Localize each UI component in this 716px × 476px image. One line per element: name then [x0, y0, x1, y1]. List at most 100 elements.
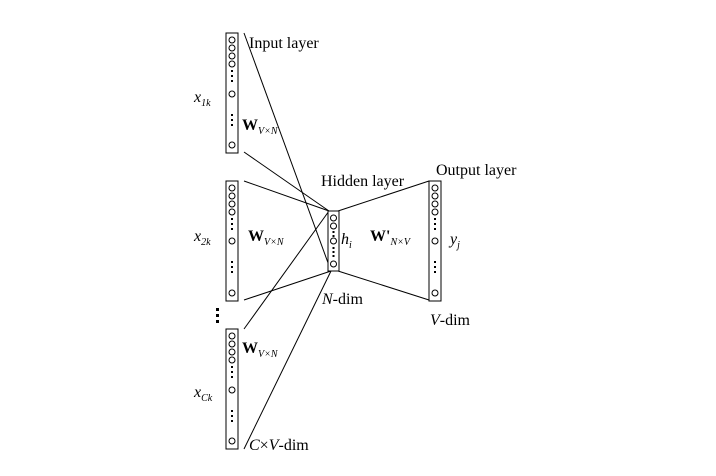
weight-w: W [242, 340, 258, 357]
input2-top-to-hidden-top [243, 180, 330, 212]
output-weight-w: W' [370, 228, 390, 245]
ellipsis-dot [231, 371, 233, 373]
hidden-subscript: i [349, 240, 352, 251]
output-neuron [431, 184, 439, 192]
ellipsis-dot [231, 228, 233, 230]
input-neuron [228, 386, 236, 394]
input-neuron [228, 52, 236, 60]
hidden-neuron [330, 237, 337, 245]
ellipsis-dot [332, 231, 335, 233]
hidden-neuron [330, 214, 337, 222]
input-neuron [228, 356, 236, 364]
hidden-neuron [330, 260, 337, 268]
input-2-subscript: 2k [201, 237, 211, 248]
weight-subscript: V×N [264, 237, 285, 248]
weight-subscript: V×N [258, 126, 279, 137]
output-neuron [431, 289, 439, 297]
output-neuron [431, 200, 439, 208]
ellipsis-dot [231, 75, 233, 77]
input-neuron [228, 60, 236, 68]
input-1-var: x [193, 89, 201, 106]
input-neuron [228, 289, 236, 297]
ellipsis-dot [231, 218, 233, 220]
ellipsis-dot [216, 314, 219, 317]
n-dim-suffix: -dim [333, 291, 364, 308]
ellipsis-dot [231, 266, 233, 268]
ellipsis-dot [231, 119, 233, 121]
ellipsis-dot [231, 410, 233, 412]
weight-matrix-1-label: WV×N [242, 117, 279, 137]
ellipsis-dot [231, 261, 233, 263]
output-neuron [431, 208, 439, 216]
hidden-bottom-to-output-bottom [337, 270, 430, 301]
input1-top-to-hidden-bottom [243, 32, 332, 272]
ellipsis-dot [434, 223, 436, 225]
weight-matrix-c-label: WV×N [242, 340, 279, 360]
output-node-label: yj [448, 231, 460, 251]
input-neuron [228, 340, 236, 348]
cv-dim-times: × [260, 437, 269, 454]
output-neuron [431, 192, 439, 200]
hidden-var: h [341, 231, 349, 248]
cv-dim-label: C×V-dim [249, 437, 309, 454]
v-dim-suffix: -dim [440, 312, 471, 329]
input-neuron [228, 237, 236, 245]
input-vector-1 [225, 32, 239, 154]
input-c-label: xCk [193, 384, 213, 404]
output-weight-subscript: N×V [389, 237, 411, 248]
n-dim-var: N [321, 291, 334, 308]
ellipsis-dot [434, 228, 436, 230]
input-2-var: x [193, 228, 201, 245]
ellipsis-dot [231, 114, 233, 116]
input1-bottom-to-hidden-top [243, 151, 330, 212]
inputC-top-to-hidden-top [243, 210, 330, 330]
ellipsis-dot [332, 247, 335, 249]
n-dim-label: N-dim [321, 291, 363, 308]
input-vector-c [225, 328, 239, 450]
output-weight-matrix-label: W'N×V [370, 228, 412, 248]
cv-dim-suffix: -dim [278, 437, 309, 454]
output-var: y [448, 231, 458, 248]
connection-lines [243, 32, 430, 450]
ellipsis-dot [216, 308, 219, 311]
hidden-neuron [330, 222, 337, 230]
weight-matrix-2-label: WV×N [248, 228, 285, 248]
input2-bottom-to-hidden-bottom [243, 270, 332, 301]
hidden-layer-label: Hidden layer [321, 173, 405, 190]
input-c-subscript: Ck [201, 393, 213, 404]
input-layer-label: Input layer [249, 35, 319, 52]
v-dim-label: V-dim [430, 312, 471, 329]
input-neuron [228, 332, 236, 340]
ellipsis-dot [231, 376, 233, 378]
ellipsis-dot [231, 415, 233, 417]
weight-w: W [242, 117, 258, 134]
input-neuron [228, 184, 236, 192]
ellipsis-dot [434, 218, 436, 220]
input-1-label: x1k [193, 89, 211, 109]
ellipsis-dot [332, 255, 335, 257]
input-neuron [228, 208, 236, 216]
input-vector-2 [225, 180, 239, 302]
input-1-subscript: 1k [201, 98, 211, 109]
ellipsis-dot [231, 70, 233, 72]
ellipsis-dot [434, 271, 436, 273]
input-neuron [228, 200, 236, 208]
input-neuron [228, 192, 236, 200]
ellipsis-dot [231, 366, 233, 368]
input-neuron [228, 90, 236, 98]
input-neuron [228, 348, 236, 356]
ellipsis-dot [332, 235, 335, 237]
ellipsis-dot [231, 223, 233, 225]
output-subscript: j [455, 240, 460, 251]
ellipsis-dot [231, 80, 233, 82]
input-neuron [228, 44, 236, 52]
hidden-node-label: hi [341, 231, 352, 251]
ellipsis-dot [434, 261, 436, 263]
ellipsis-dot [434, 266, 436, 268]
input-c-var: x [193, 384, 201, 401]
ellipsis-dot [231, 271, 233, 273]
hidden-layer-vector [327, 210, 340, 272]
ellipsis-dot [216, 320, 219, 323]
input-2-label: x2k [193, 228, 211, 248]
inputs-ellipsis [216, 308, 219, 323]
